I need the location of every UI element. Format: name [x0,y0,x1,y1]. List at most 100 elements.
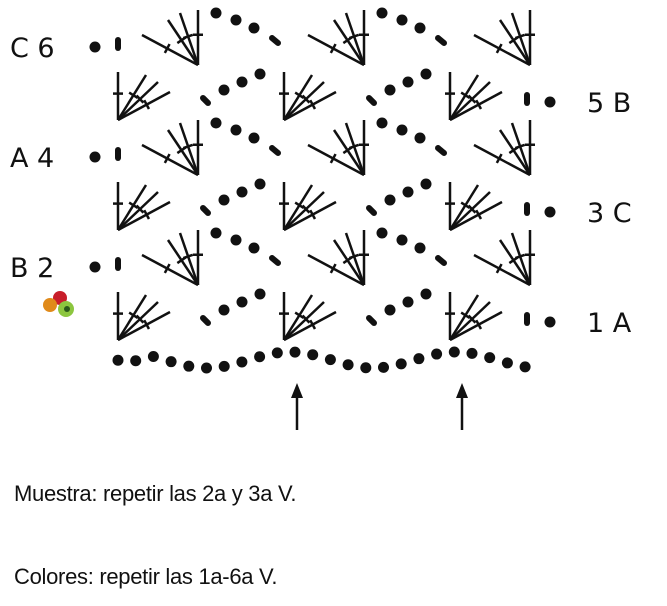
stitch-line [344,232,366,286]
stitch-line [282,294,314,341]
stitch-line [448,74,480,121]
row-label-1: 1 A [587,308,632,339]
stitch-line [329,263,337,274]
stitch-line [307,143,365,177]
chain-stitch [396,234,408,246]
stitch-line [143,209,151,220]
repeat-arrow-icon [291,383,303,398]
stitch-line [475,209,483,220]
chain-stitch [218,304,230,316]
slip-stitch [200,95,211,106]
stitch-line [283,200,337,232]
slip-stitch [435,35,447,46]
stitch-line [449,200,503,232]
stitch-line [141,143,199,177]
chain-stitch [230,124,242,136]
chain-stitch [89,41,101,53]
stitch-line [514,253,526,260]
stitch-line [117,310,171,342]
stitch-line [301,314,311,324]
stitch-line [166,19,200,66]
chain-stitch [544,316,556,328]
chain-stitch [130,355,142,367]
stitch-line [332,129,366,176]
stitch-line [344,122,366,176]
chain-stitch [376,227,388,239]
stitch-line [301,94,311,104]
stitch-line [294,311,305,319]
stitch-line [141,253,199,287]
chain-stitch [248,132,260,144]
stitch-line [163,153,171,164]
stitch-line [117,191,159,231]
stitch-line [344,12,366,66]
chain-stitch [210,117,222,129]
slip-stitch [269,145,281,156]
chain-stitch [183,360,195,372]
stitch-line [163,263,171,274]
chain-stitch [230,234,242,246]
stitch-line [514,143,526,150]
chain-stitch [402,76,414,88]
chain-stitch [254,68,266,80]
chain-stitch [466,347,478,359]
stitch-line [307,33,365,67]
chain-stitch [89,151,101,163]
chain-stitch [413,353,425,365]
crochet-chart: C 6 A 4 B 2 5 B 3 C 1 A [10,7,632,430]
stitch-line [460,201,471,209]
stitch-line [495,43,503,54]
stitch-line [163,43,171,54]
stitch-line [294,201,305,209]
stitch-line [449,81,491,121]
stitch-line [498,239,532,286]
stitch-line [301,204,311,214]
slip-stitch [366,315,377,326]
chain-stitch [254,288,266,300]
stitch-line [116,294,148,341]
chain-stitch [236,356,248,368]
chain-stitch [376,117,388,129]
stitch-line [182,253,194,260]
stitch-line [348,143,360,150]
stitch-line [448,184,480,231]
chain-stitch [210,7,222,19]
pattern-repeat-note: Muestra: repetir las 2a y 3a V. [14,481,297,506]
stitch-line [128,311,139,319]
chain-stitch [307,349,319,361]
stitch-line [473,33,531,67]
stitch-line [143,319,151,330]
chain-stitch [201,362,212,374]
stitch-line [135,94,145,104]
chain-stitch [484,352,496,364]
chain-stitch [236,186,248,198]
row-label-6: C 6 [10,33,55,64]
chain-stitch [414,242,426,254]
chain-stitch [384,84,396,96]
stitch-line [283,90,337,122]
chain-stitch [420,178,432,190]
chain-stitch [395,358,407,370]
stitch-line [348,253,360,260]
stitch-line [116,74,148,121]
stitch-line [178,122,200,176]
stitch-line [178,232,200,286]
repeat-arrow-icon [456,383,468,398]
stitch-line [449,310,503,342]
slip-stitch [269,35,281,46]
stitch-line [283,310,337,342]
stitch-line [135,204,145,214]
stitch-line [294,91,305,99]
chain-stitch [501,357,513,369]
chain-stitch [210,227,222,239]
stitch-line [117,81,159,121]
stitch-line [473,143,531,177]
stitch-line [460,311,471,319]
slip-stitch [200,205,211,216]
stitch-line [448,294,480,341]
stitch-line [117,90,171,122]
stitch-line [117,200,171,232]
stitch-line [309,319,317,330]
chain-stitch [431,348,443,360]
stitch-line [495,263,503,274]
